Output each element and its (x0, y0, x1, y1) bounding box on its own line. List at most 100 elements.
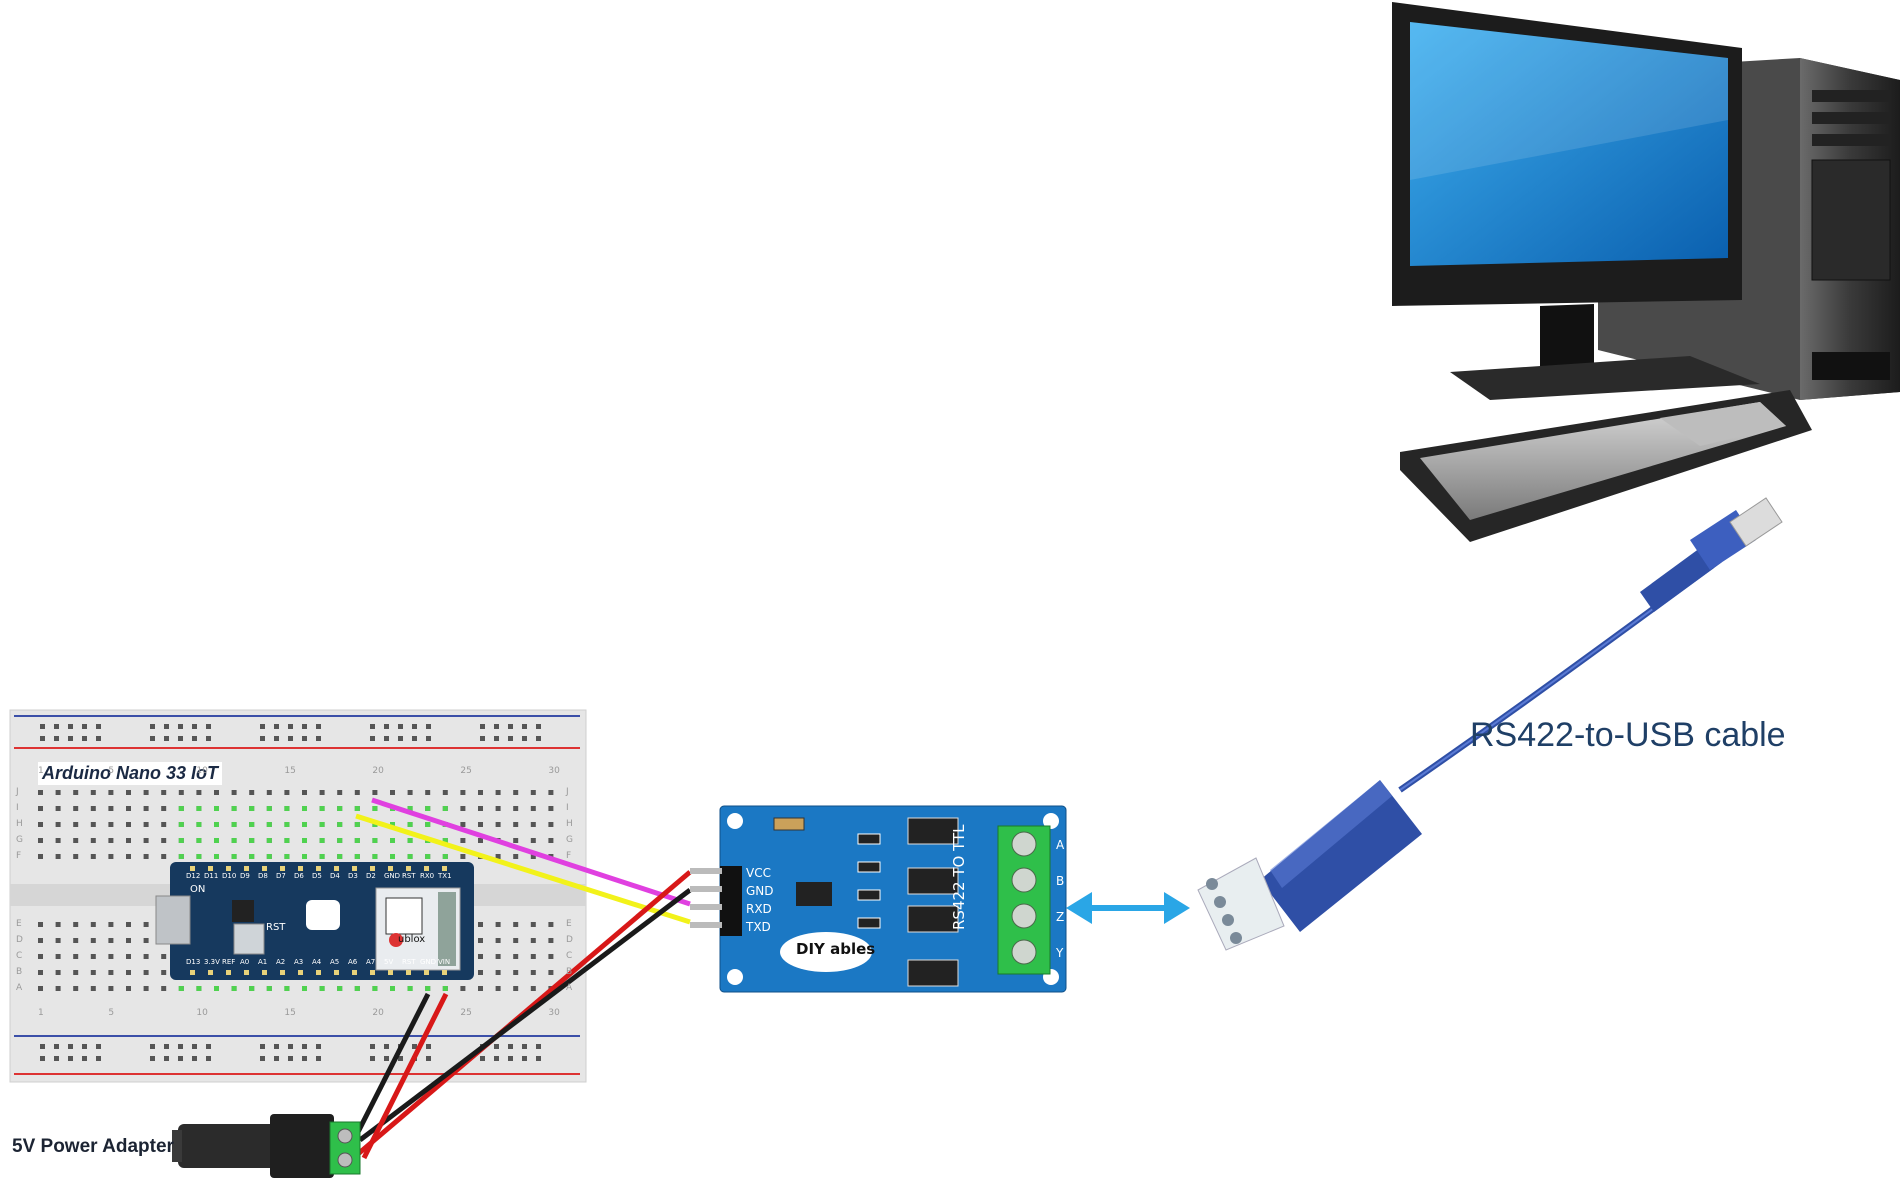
connected-hole (214, 822, 219, 827)
nano-on-label: ON (190, 884, 206, 895)
connected-hole (390, 854, 395, 859)
connected-hole (372, 854, 378, 859)
rail-hole (494, 724, 499, 729)
connected-hole (231, 822, 237, 827)
rail-hole (260, 1044, 265, 1049)
breadboard-hole (372, 790, 378, 795)
breadboard-hole (126, 954, 131, 959)
nano-bottom-pin-label: A5 (330, 958, 340, 966)
breadboard-hole (143, 938, 149, 943)
breadboard-hole (73, 986, 79, 991)
breadboard-hole (143, 986, 149, 991)
connected-hole (337, 854, 343, 859)
breadboard-hole (161, 970, 167, 975)
breadboard-hole (548, 938, 554, 943)
breadboard-hole (126, 838, 131, 843)
breadboard-hole (38, 790, 43, 795)
wire-board-gnd (353, 992, 431, 1138)
breadboard-hole (478, 970, 483, 975)
rail-hole (426, 724, 431, 729)
breadboard-hole (460, 790, 466, 795)
nano-pin-pad (226, 970, 231, 975)
connected-hole (284, 838, 290, 843)
breadboard-hole (513, 790, 519, 795)
breadboard-hole (161, 954, 167, 959)
rail-hole (54, 1056, 59, 1061)
connected-hole (354, 854, 360, 859)
terminal-label-y: Y (1056, 946, 1064, 960)
breadboard-hole (90, 954, 96, 959)
breadboard-hole (38, 854, 43, 859)
connected-hole (178, 806, 184, 811)
connected-hole (231, 838, 237, 843)
nano-top-pin-label: D10 (222, 872, 237, 880)
breadboard-hole (478, 822, 483, 827)
breadboard-hole (108, 838, 114, 843)
nano-pin-pad (190, 970, 195, 975)
connected-hole (302, 986, 307, 991)
nano-top-pin-label: D5 (312, 872, 322, 880)
rail-hole (522, 724, 527, 729)
breadboard-hole (108, 922, 114, 927)
connected-hole (442, 854, 448, 859)
breadboard-hole (73, 838, 79, 843)
breadboard-hole (513, 922, 519, 927)
nano-pin-pad (442, 866, 447, 871)
bidirectional-arrow-icon (1066, 892, 1190, 924)
breadboard-hole (548, 790, 554, 795)
connected-hole (372, 986, 378, 991)
breadboard-row-letter: I (566, 803, 569, 813)
breadboard-row-letter: C (566, 951, 573, 961)
rail-hole (522, 736, 527, 741)
rail-hole (68, 1056, 73, 1061)
connected-hole (231, 806, 237, 811)
connected-hole (266, 986, 272, 991)
breadboard-hole (73, 954, 79, 959)
rail-hole (274, 1056, 279, 1061)
breadboard-hole (126, 854, 131, 859)
connected-hole (442, 838, 448, 843)
connected-hole (425, 854, 431, 859)
rail-hole (164, 724, 169, 729)
breadboard-hole (495, 970, 501, 975)
rail-hole (536, 1056, 541, 1061)
connected-hole (319, 986, 325, 991)
nano-top-pin-label: D4 (330, 872, 340, 880)
connected-hole (249, 822, 255, 827)
breadboard-hole (55, 822, 61, 827)
nano-top-pin-label: D8 (258, 872, 268, 880)
connected-hole (425, 822, 431, 827)
breadboard-hole (495, 790, 501, 795)
breadboard-hole (143, 922, 149, 927)
connected-hole (354, 806, 360, 811)
rail-hole (480, 736, 485, 741)
connected-hole (319, 854, 325, 859)
nano-bottom-pin-label: D13 (186, 958, 201, 966)
rail-hole (82, 1056, 87, 1061)
nano-top-pin-label: TX1 (438, 872, 452, 880)
breadboard-column-number: 15 (284, 1008, 296, 1018)
breadboard-hole (161, 822, 167, 827)
connected-hole (407, 806, 413, 811)
breadboard-hole (73, 938, 79, 943)
breadboard-hole (90, 854, 96, 859)
breadboard-hole (478, 806, 483, 811)
rail-hole (82, 736, 87, 741)
breadboard-column-number: 20 (372, 1008, 384, 1018)
rail-hole (398, 1056, 403, 1061)
nano-top-pin-label: RST (402, 872, 416, 880)
breadboard-row-letter: F (566, 851, 572, 861)
rail-hole (40, 1044, 45, 1049)
nano-pin-pad (298, 866, 303, 871)
module-title: RS422 TO TTL (950, 824, 968, 931)
breadboard-hole (478, 954, 483, 959)
breadboard-hole (143, 806, 149, 811)
rs422-usb-cable-icon (1197, 497, 1783, 951)
breadboard-column-number: 25 (460, 766, 472, 776)
breadboard-hole (126, 938, 131, 943)
connected-hole (354, 838, 360, 843)
rail-hole (412, 1044, 417, 1049)
nano-pin-pad (370, 866, 375, 871)
breadboard-hole (55, 838, 61, 843)
nano-pin-pad (352, 970, 357, 975)
